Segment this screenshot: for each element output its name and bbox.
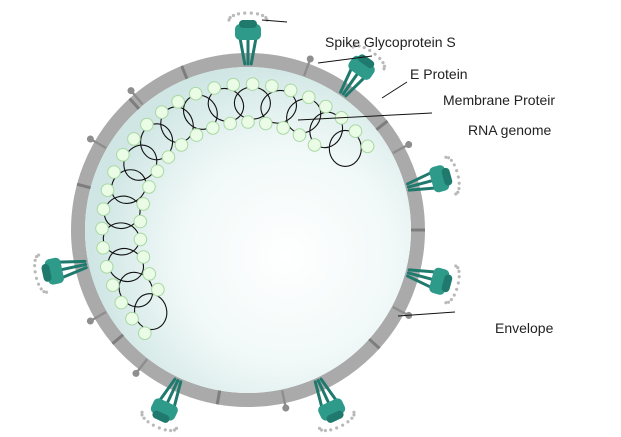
- envelope-protein: [392, 141, 413, 155]
- nucleocapsid-bead: [155, 105, 169, 119]
- nucleocapsid-bead: [107, 165, 121, 179]
- envelope-protein: [215, 390, 222, 405]
- label-rna-genome: RNA genome: [468, 122, 552, 138]
- envelope-protein: [368, 337, 381, 350]
- nucleocapsid-bead: [96, 202, 111, 216]
- spike-glycoprotein: [339, 44, 387, 98]
- spike-glycoprotein: [313, 377, 356, 433]
- envelope-protein: [375, 119, 389, 131]
- rna-coil-loop: [286, 98, 322, 134]
- leader-line-envelope: [397, 311, 456, 317]
- label-spike-glycoprotein: Spike Glycoprotein S: [325, 34, 456, 50]
- nucleocapsid-bead: [136, 250, 151, 264]
- nucleocapsid-bead: [161, 150, 176, 164]
- envelope-protein: [132, 358, 148, 377]
- label-envelope: Envelope: [495, 320, 554, 336]
- nucleocapsid-bead: [106, 278, 120, 293]
- nucleocapsid-bead: [133, 214, 148, 229]
- nucleocapsid-bead: [140, 117, 154, 132]
- nucleocapsid-bead: [206, 121, 220, 135]
- nucleocapsid-bead: [223, 116, 237, 131]
- envelope-protein: [180, 65, 189, 80]
- envelope-protein: [280, 390, 290, 412]
- spike-glycoprotein: [33, 253, 88, 294]
- nucleocapsid-bead: [136, 197, 150, 211]
- spike-glycoprotein: [140, 377, 183, 433]
- leader-line-e-protein: [381, 81, 408, 99]
- nucleocapsid-bead: [174, 138, 189, 152]
- envelope-protein: [86, 310, 107, 325]
- spike-glycoprotein: [406, 155, 461, 196]
- leader-lines: [261, 19, 456, 317]
- nucleocapsid-bead: [133, 232, 148, 247]
- nucleocapsid-bead: [302, 90, 316, 105]
- nucleocapsid-bead: [348, 124, 363, 138]
- nucleocapsid-bead: [96, 241, 110, 255]
- nucleocapsid-bead: [319, 99, 333, 114]
- nucleocapsid-bead: [245, 77, 260, 91]
- envelope-protein: [111, 333, 125, 345]
- nucleocapsid-bead: [307, 138, 322, 152]
- spike-glycoprotein: [406, 264, 461, 305]
- nucleocapsid-bead: [116, 148, 130, 162]
- nucleocapsid-bead: [360, 139, 375, 154]
- nucleocapsid-bead: [265, 79, 279, 93]
- leader-line-spike: [317, 55, 373, 64]
- nucleocapsid-bead: [100, 183, 115, 197]
- nucleocapsid-bead: [188, 86, 203, 101]
- nucleocapsid-bead: [95, 221, 109, 236]
- nucleocapsid-bead: [259, 116, 273, 131]
- envelope-protein: [127, 87, 144, 106]
- envelope-protein: [76, 182, 91, 190]
- nucleocapsid-bead: [207, 81, 221, 95]
- nucleocapsid-bead: [114, 295, 129, 310]
- label-membrane-protein: Membrane Proteir: [443, 92, 556, 108]
- nucleocapsid-bead: [127, 132, 141, 146]
- leader-line-membrane: [297, 112, 433, 121]
- spikes-layer: [33, 11, 461, 433]
- nucleocapsid-bead: [226, 77, 240, 92]
- nucleocapsid-bead: [189, 128, 204, 142]
- nucleocapsid-bead: [138, 326, 152, 341]
- nucleocapsid-bead: [171, 95, 185, 109]
- leader-line-top: [261, 19, 288, 23]
- nucleocapsid-bead: [142, 267, 157, 281]
- nucleocapsid-bead: [151, 282, 165, 297]
- nucleocapsid-bead: [283, 83, 298, 98]
- nucleocapsid-bead: [276, 121, 291, 135]
- rna-coil-loop: [140, 123, 174, 161]
- nucleocapsid-bead: [241, 115, 255, 129]
- rna-genome-drawing: [95, 77, 375, 341]
- nucleocapsid-bead: [99, 260, 114, 274]
- nucleocapsid-bead: [142, 180, 156, 194]
- nucleocapsid-bead: [292, 128, 307, 142]
- nucleocapsid-bead: [150, 164, 165, 178]
- nucleocapsid-bead: [125, 311, 139, 326]
- label-e-protein: E Protein: [410, 66, 468, 82]
- small-proteins-layer: [76, 55, 425, 412]
- envelope-protein: [86, 135, 107, 150]
- envelope-protein: [128, 97, 141, 110]
- envelope-protein: [302, 55, 314, 77]
